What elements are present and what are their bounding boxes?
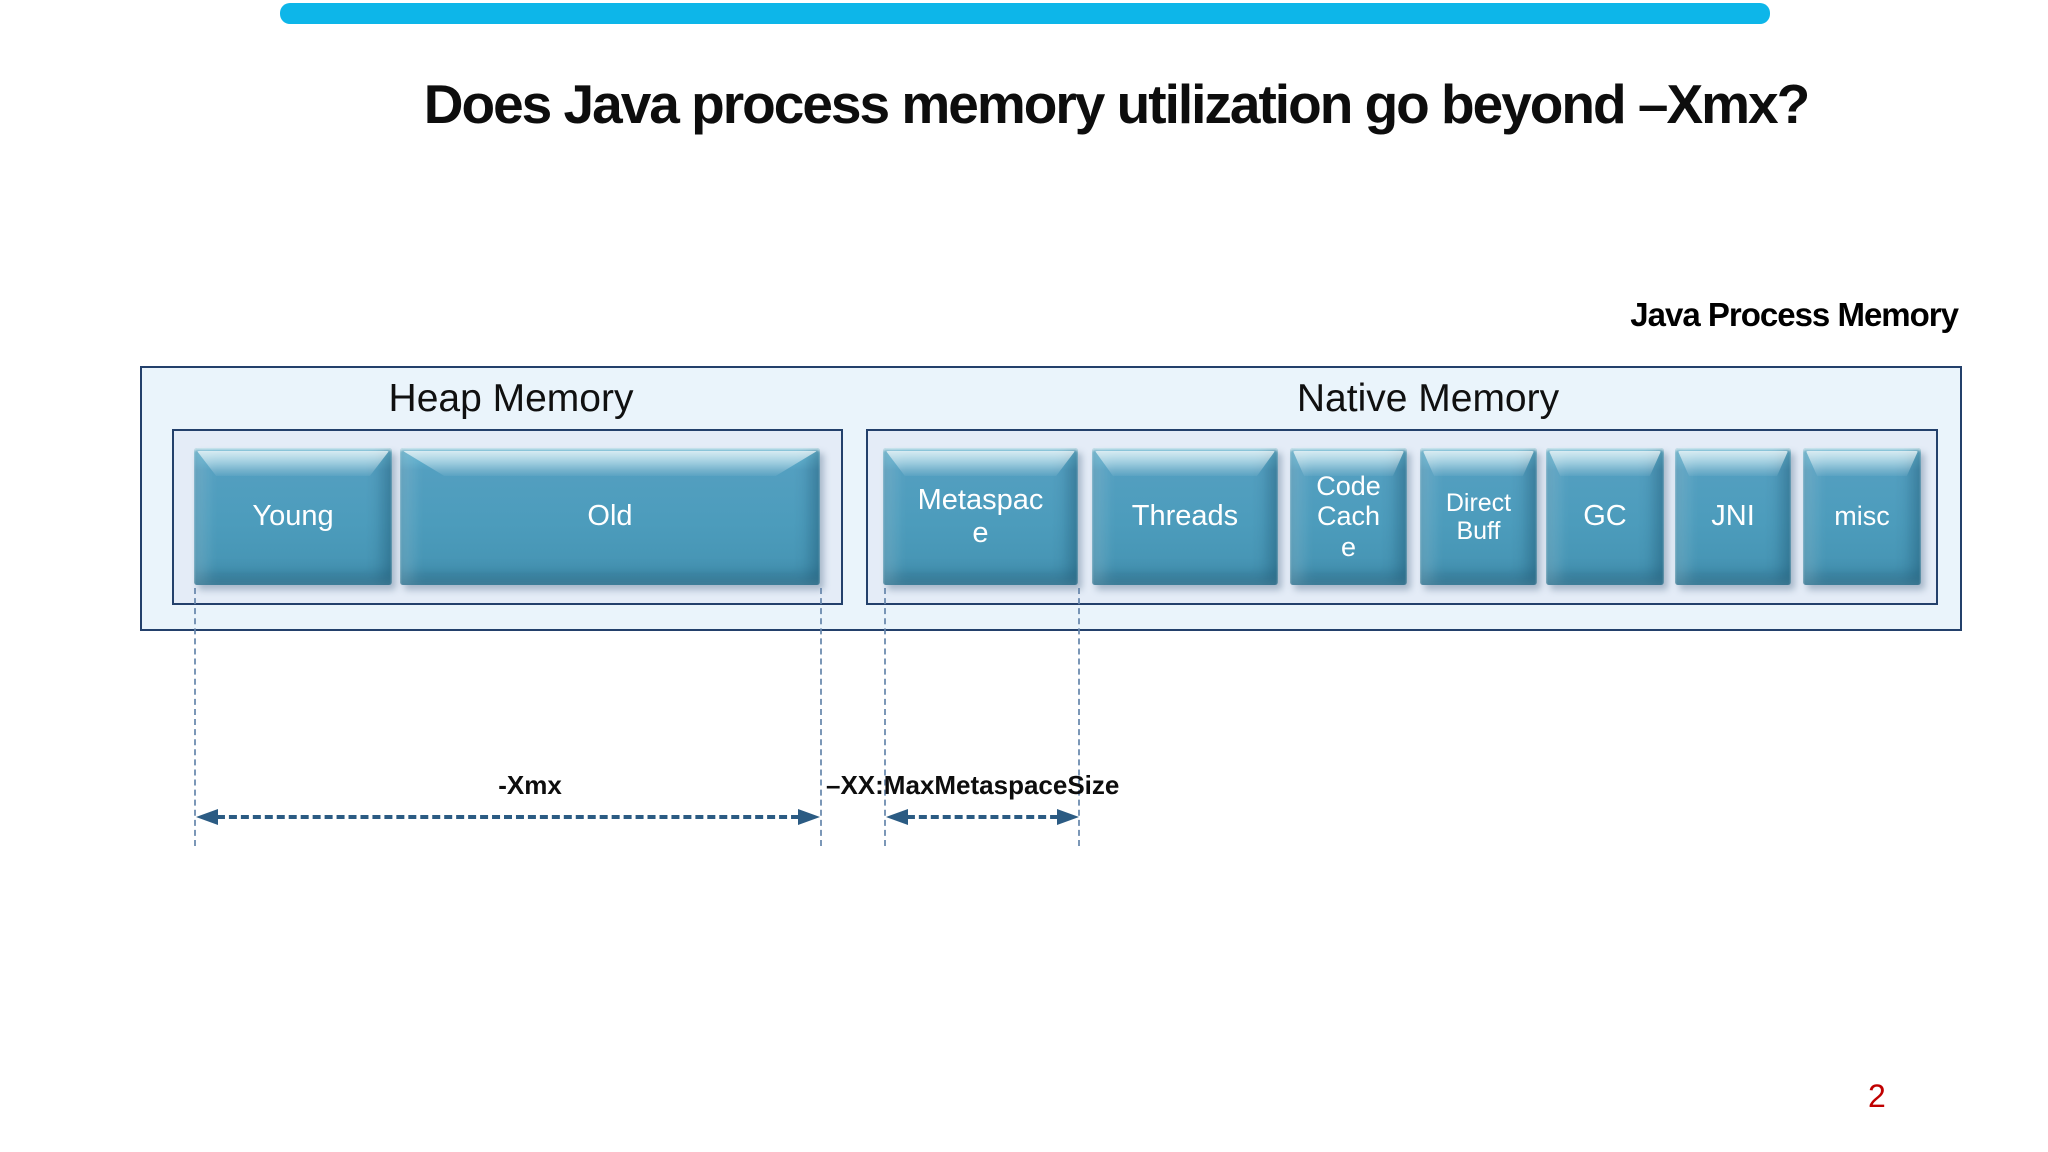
heap-box-young: Young: [194, 448, 392, 585]
max-metaspace-annotation-label: –XX:MaxMetaspaceSize: [826, 770, 1120, 800]
left-arrowhead-icon: [886, 809, 908, 825]
metaspace-span-arrow: [886, 809, 1079, 825]
heap-box-old: Old: [400, 448, 820, 585]
native-box-threads: Threads: [1092, 448, 1278, 585]
native-box-jni: JNI: [1675, 448, 1791, 585]
native-box-direct-buff: Direct Buff: [1420, 448, 1537, 585]
xmx-span-arrow: [196, 809, 820, 825]
xmx-annotation-label: -Xmx: [498, 770, 562, 800]
dashed-guide-line-heap-left: [194, 588, 196, 846]
page-number: 2: [1868, 1078, 1886, 1114]
dashed-guide-line-metaspace-right: [1078, 588, 1080, 846]
dashed-guide-line-heap-right: [820, 588, 822, 846]
native-box-misc-label: misc: [1834, 501, 1890, 532]
accent-bar: [280, 3, 1770, 24]
native-box-threads-label: Threads: [1131, 500, 1239, 533]
native-box-metaspace: Metaspac e: [883, 448, 1078, 585]
right-arrowhead-icon: [1057, 809, 1079, 825]
java-process-memory-label: Java Process Memory: [1630, 296, 1959, 333]
dashed-guide-line-metaspace-left: [884, 588, 886, 846]
native-box-metaspace-label: Metaspac e: [917, 484, 1044, 549]
native-box-misc: misc: [1803, 448, 1921, 585]
native-box-code-cache: Code Cach e: [1290, 448, 1407, 585]
heap-box-young-label: Young: [252, 500, 334, 533]
native-section-label: Native Memory: [1296, 377, 1560, 420]
native-box-direct-buff-label: Direct Buff: [1445, 488, 1512, 545]
native-box-jni-label: JNI: [1711, 500, 1755, 533]
native-box-gc-label: GC: [1583, 500, 1627, 533]
right-arrowhead-icon: [798, 809, 820, 825]
heap-section-label: Heap Memory: [388, 377, 634, 420]
native-box-code-cache-label: Code Cach e: [1316, 471, 1381, 562]
native-box-gc: GC: [1546, 448, 1664, 585]
slide-title: Does Java process memory utilization go …: [423, 73, 1811, 135]
heap-box-old-label: Old: [587, 500, 633, 533]
left-arrowhead-icon: [196, 809, 218, 825]
